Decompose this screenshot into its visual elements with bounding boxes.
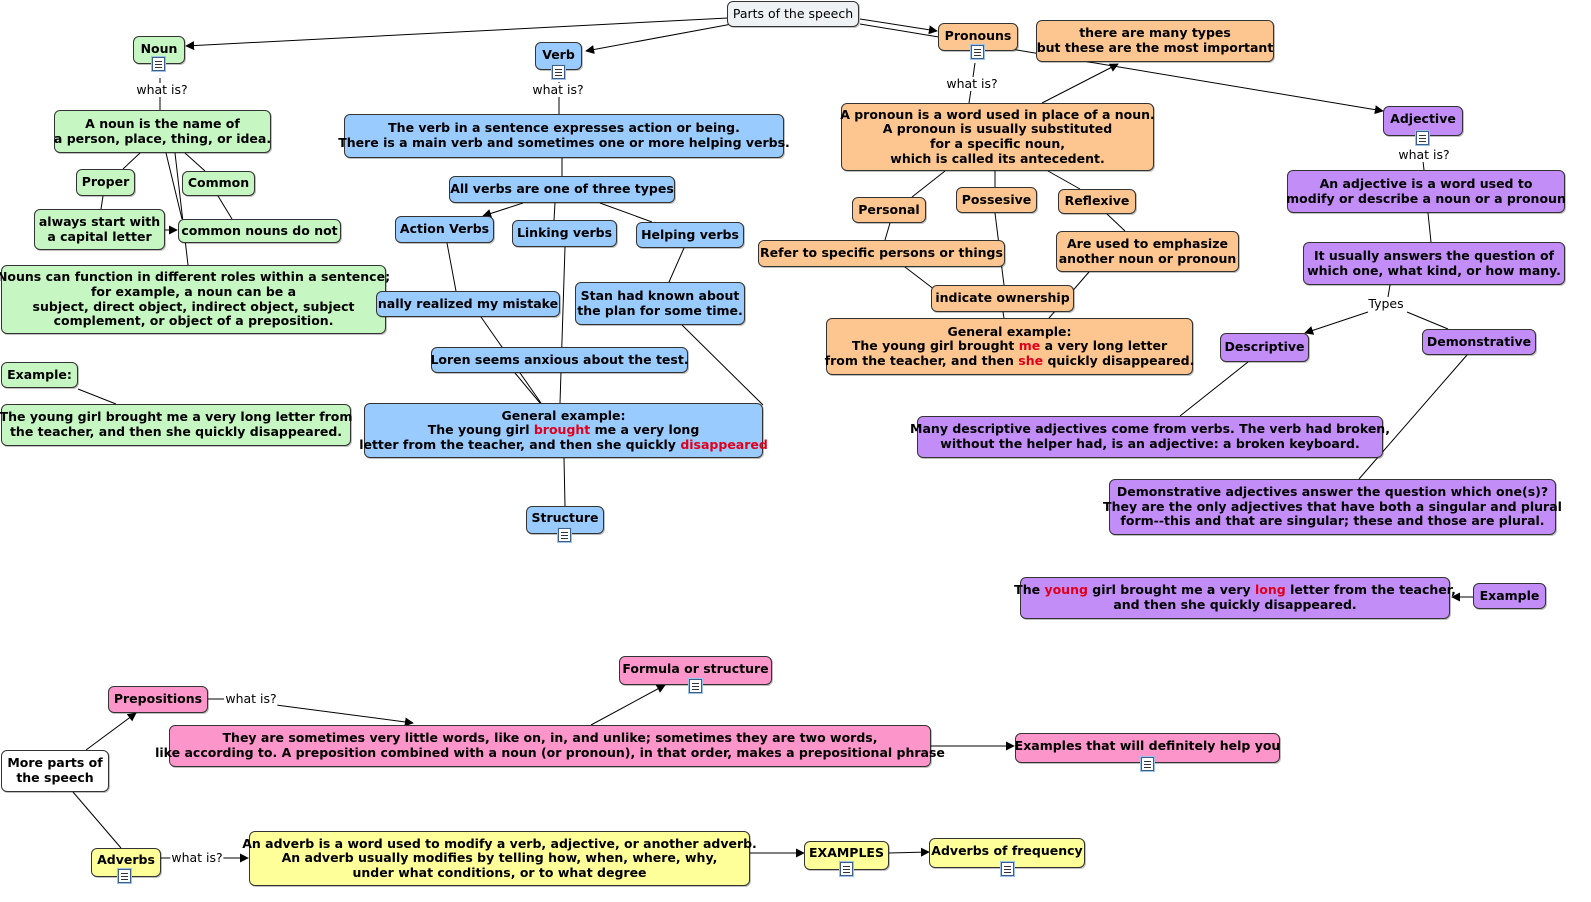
verb-action-example[interactable]: nally realized my mistake — [376, 291, 560, 317]
document-icon[interactable] — [552, 65, 565, 79]
pronoun-reflexive-desc[interactable]: Are used to emphasize another noun or pr… — [1056, 231, 1239, 272]
adjective-definition[interactable]: An adjective is a word used to modify or… — [1286, 170, 1566, 213]
noun-proper[interactable]: Proper — [76, 169, 135, 196]
pronoun-personal-desc[interactable]: Refer to specific persons or things — [758, 240, 1005, 267]
edge-pronoun-types — [1041, 63, 1119, 104]
edge-examples-frequency — [888, 847, 930, 857]
prepositions-what-is-label: what is? — [224, 691, 278, 706]
document-icon[interactable] — [1141, 757, 1154, 771]
noun-what-is-label: what is? — [135, 82, 189, 97]
verb-general-line1: General example: — [501, 407, 626, 423]
document-icon[interactable] — [118, 869, 131, 883]
pronoun-what-is-label: what is? — [945, 76, 999, 91]
noun-definition[interactable]: A noun is the name of a person, place, t… — [54, 110, 271, 153]
pronoun-possesive-desc[interactable]: indicate ownership — [931, 285, 1074, 312]
noun-proper-rule[interactable]: always start with a capital letter — [34, 209, 165, 250]
prepositions-definition[interactable]: They are sometimes very little words, li… — [155, 725, 945, 767]
verb-general-example[interactable]: General example: The young girl brought … — [359, 403, 768, 458]
edge-root-pronouns — [859, 18, 938, 35]
edge-more-prepositions — [85, 712, 137, 751]
highlight-disappeared: disappeared — [680, 436, 768, 452]
verb-general-line2: The young girl brought me a very long — [427, 422, 700, 438]
document-icon[interactable] — [971, 45, 984, 59]
highlight-brought: brought — [533, 422, 591, 438]
verb-definition[interactable]: The verb in a sentence expresses action … — [338, 114, 790, 158]
document-icon[interactable] — [1001, 862, 1014, 876]
highlight-long: long — [1255, 582, 1286, 598]
verb-three-types[interactable]: All verbs are one of three types — [449, 176, 675, 203]
pronoun-general-example[interactable]: General example: The young girl brought … — [824, 318, 1195, 375]
adverbs-frequency[interactable]: Adverbs of frequency — [929, 838, 1085, 868]
edge-prep-formula — [590, 684, 666, 726]
adjective-answers[interactable]: It usually answers the question of which… — [1303, 242, 1565, 285]
adverbs-definition[interactable]: An adverb is a word used to modify a ver… — [242, 831, 757, 886]
verb-action[interactable]: Action Verbs — [395, 216, 494, 243]
adjective-descriptive[interactable]: Descriptive — [1220, 333, 1309, 362]
adjective-types-label: Types — [1367, 296, 1405, 311]
pronoun-general-line2: The young girl brought me a very long le… — [851, 338, 1168, 354]
verb-linking[interactable]: Linking verbs — [512, 220, 617, 247]
adjective-what-is-label: what is? — [1397, 147, 1451, 162]
adjective-example-label[interactable]: Example — [1473, 583, 1546, 609]
edge-prep-definition — [275, 704, 414, 727]
pronoun-reflexive[interactable]: Reflexive — [1058, 189, 1136, 214]
edge-types-descriptive — [1304, 311, 1369, 335]
document-icon[interactable] — [1416, 131, 1429, 145]
adverbs-what-is-label: what is? — [170, 850, 224, 865]
edge-root-noun — [185, 17, 729, 51]
verb-helping-example[interactable]: Stan had known about the plan for some t… — [575, 282, 745, 325]
highlight-me: me — [1018, 338, 1041, 354]
pronoun-general-line1: General example: — [947, 323, 1072, 339]
document-icon[interactable] — [152, 57, 165, 71]
noun-common-rule[interactable]: common nouns do not — [178, 219, 341, 243]
adjective-example-text[interactable]: The young girl brought me a very long le… — [1014, 577, 1456, 619]
noun-common[interactable]: Common — [182, 171, 255, 196]
noun-example-label[interactable]: Example: — [1, 362, 78, 388]
pronoun-definition[interactable]: A pronoun is a word used in place of a n… — [840, 103, 1155, 171]
adjective-demonstrative[interactable]: Demonstrative — [1422, 329, 1536, 355]
verb-helping[interactable]: Helping verbs — [636, 222, 744, 248]
root-node[interactable]: Parts of the speech — [727, 1, 859, 27]
verb-linking-example[interactable]: Loren seems anxious about the test. — [430, 347, 689, 373]
highlight-young: young — [1044, 582, 1088, 598]
verb-what-is-label: what is? — [531, 82, 585, 97]
document-icon[interactable] — [558, 528, 571, 542]
edge-types-action — [482, 202, 524, 218]
highlight-she: she — [1018, 352, 1044, 368]
prepositions-node[interactable]: Prepositions — [108, 686, 208, 713]
adjective-example-line1: The young girl brought me a very long le… — [1014, 582, 1456, 598]
pronoun-personal[interactable]: Personal — [852, 197, 926, 223]
pronoun-general-line3: from the teacher, and then she quickly d… — [824, 352, 1195, 368]
document-icon[interactable] — [840, 862, 853, 876]
noun-example-text[interactable]: The young girl brought me a very long le… — [0, 404, 352, 446]
adjective-example-line2: and then she quickly disappeared. — [1113, 597, 1357, 612]
adjective-demonstrative-desc[interactable]: Demonstrative adjectives answer the ques… — [1103, 479, 1562, 535]
pronoun-possesive[interactable]: Possesive — [956, 187, 1037, 213]
noun-roles[interactable]: Nouns can function in different roles wi… — [0, 265, 390, 334]
edge-root-verb — [585, 23, 733, 54]
verb-structure[interactable]: Structure — [526, 506, 604, 534]
pronoun-types-note[interactable]: there are many types but these are the m… — [1036, 20, 1274, 62]
adjective-descriptive-desc[interactable]: Many descriptive adjectives come from ve… — [910, 416, 1390, 458]
more-parts-node[interactable]: More parts of the speech — [1, 750, 109, 792]
document-icon[interactable] — [689, 679, 702, 693]
verb-general-line3: letter from the teacher, and then she qu… — [359, 436, 768, 452]
